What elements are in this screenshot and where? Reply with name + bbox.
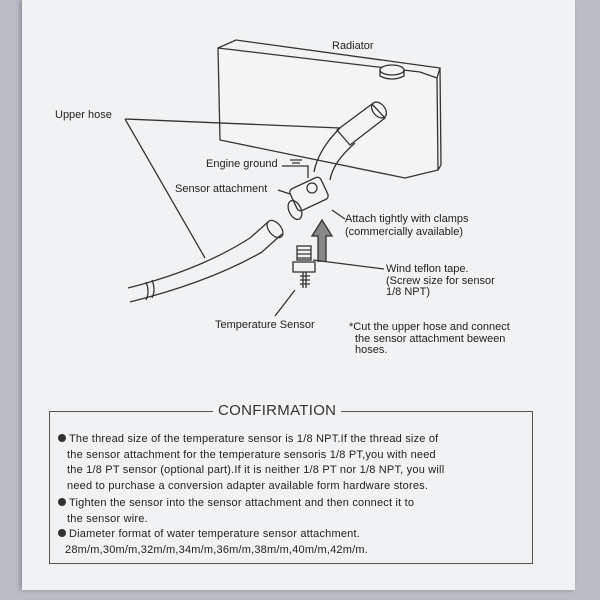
sensor-attachment-shape: [289, 176, 329, 212]
confirmation-title: CONFIRMATION: [213, 402, 342, 419]
engine-ground-label: Engine ground: [206, 158, 278, 170]
upper-hose-label: Upper hose: [55, 109, 112, 121]
clamps-note: Attach tightly with clamps (commercially…: [345, 213, 469, 238]
teflon-note: Wind teflon tape. (Screw size for sensor…: [386, 263, 495, 298]
confirmation-item-3: Diameter format of water temperature sen…: [58, 527, 368, 558]
sensor-attachment-label: Sensor attachment: [175, 183, 268, 195]
confirmation-item-2: Tighten the sensor into the sensor attac…: [58, 496, 414, 527]
temperature-sensor-shape: [292, 245, 316, 288]
radiator-label: Radiator: [332, 40, 374, 52]
insert-arrow: [310, 218, 334, 262]
confirmation-item-1: The thread size of the temperature senso…: [58, 432, 444, 494]
cut-hose-note: *Cut the upper hose and connect the sens…: [349, 321, 510, 356]
engine-ground-wire: [282, 165, 309, 178]
bullet-icon: [58, 529, 66, 537]
upper-hose-top: [313, 127, 356, 181]
bullet-icon: [58, 498, 66, 506]
radiator-cap: [379, 64, 405, 76]
temperature-sensor-label: Temperature Sensor: [215, 319, 315, 331]
upper-hose-lower: [127, 221, 283, 303]
bullet-icon: [58, 434, 66, 442]
